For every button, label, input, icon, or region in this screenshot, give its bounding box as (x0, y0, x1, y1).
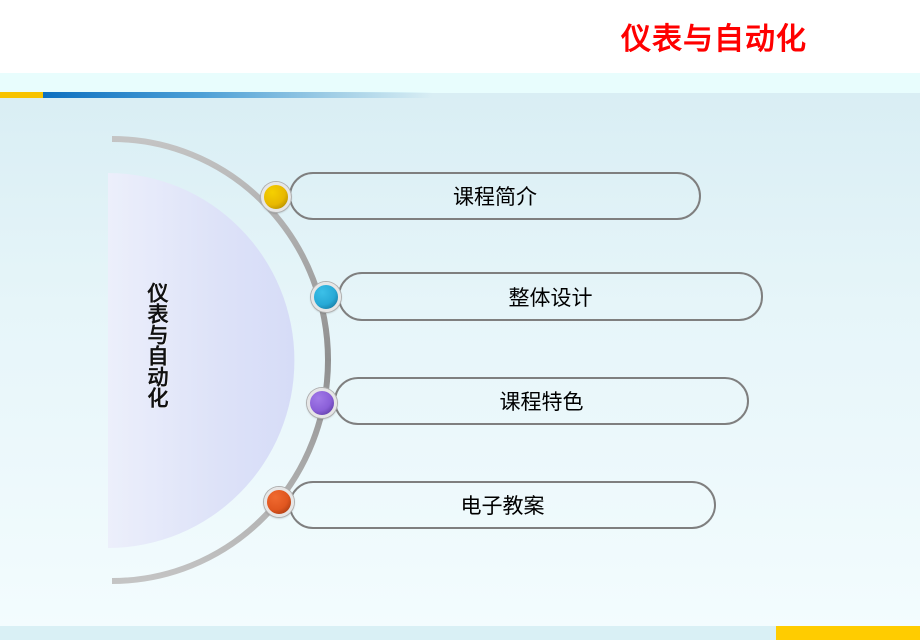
menu-item-course-intro[interactable]: 课程简介 (289, 172, 701, 220)
menu-item-label: 电子教案 (460, 494, 545, 518)
hub-label: 仪表与自动化 (145, 282, 169, 408)
hub-half-disc (108, 173, 295, 548)
bullet-blue-icon[interactable] (311, 282, 341, 312)
footer-band (0, 626, 920, 640)
menu-item-label: 整体设计 (508, 285, 593, 310)
bullet-yellow-icon[interactable] (261, 182, 291, 212)
menu-item-label: 课程简介 (453, 185, 537, 209)
bullet-purple-icon[interactable] (307, 388, 337, 418)
menu-item-label: 课程特色 (499, 390, 584, 414)
header-band (0, 73, 920, 93)
menu-item-e-lesson-plans[interactable]: 电子教案 (289, 481, 716, 529)
outer-arc (111, 136, 331, 584)
bullet-orange-icon[interactable] (264, 487, 294, 517)
menu-item-overall-design[interactable]: 整体设计 (338, 272, 763, 321)
header-accent-blue-line (43, 92, 433, 98)
header-accent-yellow (0, 92, 43, 98)
page-title: 仪表与自动化 (621, 22, 807, 57)
menu-item-course-features[interactable]: 课程特色 (334, 377, 749, 425)
footer-accent-yellow (776, 626, 920, 640)
header-bar: 仪表与自动化 (0, 0, 920, 73)
